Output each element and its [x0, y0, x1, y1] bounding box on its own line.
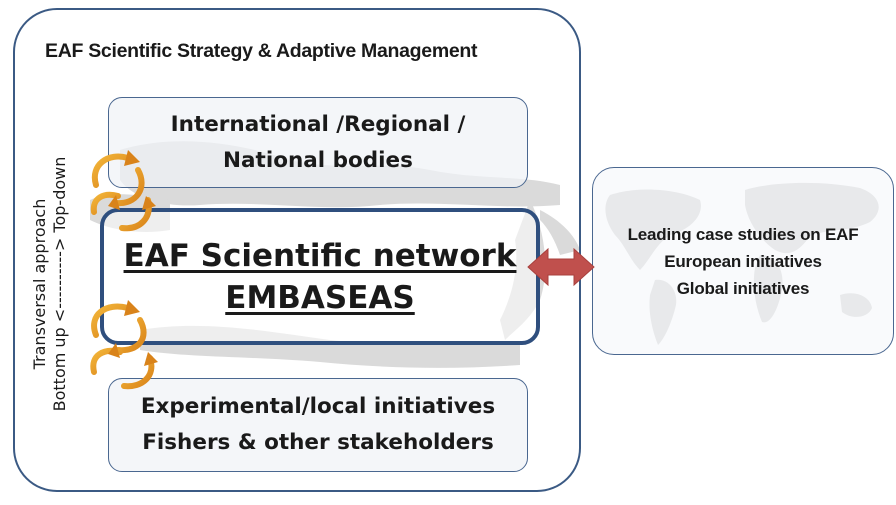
- right-box-line3: Global initiatives: [676, 278, 810, 298]
- right-box-line2: European initiatives: [664, 251, 822, 271]
- bottom-box-line2: Fishers & other stakeholders: [142, 430, 494, 455]
- local-initiatives-box: Experimental/local initiatives Fishers &…: [108, 378, 528, 472]
- external-initiatives-box: Leading case studies on EAF European ini…: [592, 167, 894, 355]
- diagram-title: EAF Scientific Strategy & Adaptive Manag…: [45, 40, 478, 62]
- center-box-line2: EMBASEAS: [225, 279, 415, 316]
- map-land-shape: [540, 210, 580, 255]
- top-box-line1: International /Regional /: [170, 111, 466, 137]
- scientific-network-box: EAF Scientific network EMBASEAS: [100, 208, 540, 345]
- right-box-line1: Leading case studies on EAF: [627, 224, 859, 244]
- side-label-line1: Transversal approach: [30, 198, 49, 370]
- side-label-line2: Bottom up <----------> Top-down: [50, 156, 69, 412]
- top-box-line2: National bodies: [223, 147, 413, 173]
- center-box-line1: EAF Scientific network: [123, 237, 517, 274]
- bottom-box-line1: Experimental/local initiatives: [140, 394, 496, 419]
- international-bodies-box: International /Regional / National bodie…: [108, 97, 528, 188]
